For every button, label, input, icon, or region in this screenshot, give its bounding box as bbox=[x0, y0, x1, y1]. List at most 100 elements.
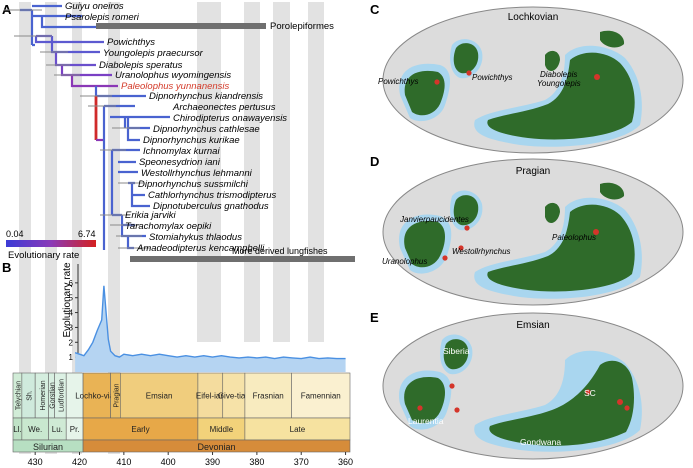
taxon-label: Youngolepis praecursor bbox=[103, 48, 204, 59]
taxon-label: Erikia jarviki bbox=[125, 210, 177, 221]
map-locality-label: Westollrhynchus bbox=[452, 247, 511, 256]
stage-label: Emsian bbox=[146, 392, 173, 401]
locality-marker bbox=[617, 399, 623, 405]
epoch-label: Middle bbox=[210, 425, 234, 434]
taxon-label: Dipnorhynchus cathlesae bbox=[153, 124, 260, 135]
taxon-label: Dipnorhynchus kiandrensis bbox=[149, 91, 263, 102]
derived-lungfishes-bar bbox=[130, 256, 355, 262]
x-tick-label: 430 bbox=[28, 457, 43, 467]
legend-max: 6.74 bbox=[78, 229, 96, 239]
map-region-label: Gondwana bbox=[520, 437, 561, 447]
porolepiformes-bar bbox=[96, 23, 266, 29]
taxon-label: Chirodipterus onawayensis bbox=[173, 113, 287, 124]
stage-label: Ludfordian bbox=[58, 379, 65, 412]
locality-marker bbox=[585, 389, 591, 395]
taxon-label: Diabolepis speratus bbox=[99, 60, 183, 71]
map-region-label: SC bbox=[584, 388, 596, 398]
taxon-label: Westollrhynchus lehmanni bbox=[141, 168, 253, 179]
taxon-label-highlight: Paleolophus yunnanensis bbox=[121, 81, 230, 92]
locality-marker bbox=[458, 245, 464, 251]
locality-marker bbox=[417, 405, 423, 411]
taxon-labels: Guiyu oneiros Psarolepis romeri Powichth… bbox=[65, 1, 287, 254]
stage-label: Homerian bbox=[40, 380, 47, 410]
y-tick-label: 3 bbox=[69, 323, 74, 332]
x-tick-label: 360 bbox=[338, 457, 353, 467]
panel-d: D Pragian Janvierpaucidentes Uranolophus… bbox=[370, 154, 684, 306]
taxon-label: Cathlorhynchus trismodipterus bbox=[148, 190, 277, 201]
map-title-emsian: Emsian bbox=[516, 320, 549, 331]
map-locality-label: Uranolophus bbox=[382, 257, 427, 266]
taxon-label: Uranolophus wyomingensis bbox=[115, 70, 231, 81]
y-tick-label: 4 bbox=[69, 309, 74, 318]
map-title-pragian: Pragian bbox=[516, 166, 550, 177]
locality-marker bbox=[464, 225, 470, 231]
stage-label: Eifel-ian bbox=[196, 392, 225, 401]
taxon-label: Ichnomylax kurnai bbox=[143, 146, 220, 157]
time-stripe bbox=[19, 2, 31, 454]
x-tick-label: 410 bbox=[116, 457, 131, 467]
stage-cell bbox=[120, 372, 199, 419]
period-label: Devonian bbox=[198, 442, 236, 452]
taxon-label: Dipnorhynchus sussmilchi bbox=[138, 179, 249, 190]
map-locality-label: Janvierpaucidentes bbox=[399, 215, 469, 224]
map-region-label: Siberia bbox=[443, 346, 470, 356]
y-tick-label: 6 bbox=[69, 279, 74, 288]
stage-label: Gorstian bbox=[50, 382, 57, 409]
panel-label-d: D bbox=[370, 154, 379, 169]
taxon-label: Powichthys bbox=[107, 37, 155, 48]
time-stripe bbox=[45, 2, 57, 454]
rate-area bbox=[75, 285, 346, 372]
time-stripe bbox=[108, 2, 120, 454]
taxon-label: Archaeonectes pertusus bbox=[172, 102, 276, 113]
locality-marker bbox=[466, 70, 472, 76]
taxon-label: Speonesydrion iani bbox=[139, 157, 221, 168]
time-stripe bbox=[197, 2, 221, 342]
x-tick-label: 390 bbox=[205, 457, 220, 467]
rate-line bbox=[74, 285, 346, 360]
time-stripe bbox=[273, 2, 290, 342]
period-label: Silurian bbox=[33, 442, 63, 452]
paleogeographic-map bbox=[398, 334, 642, 452]
time-stripe bbox=[308, 2, 324, 342]
legend-min: 0.04 bbox=[6, 229, 24, 239]
taxon-label: Dipnotuberculus gnathodus bbox=[153, 201, 269, 212]
stage-label: Frasnian bbox=[253, 392, 284, 401]
x-tick-label: 420 bbox=[72, 457, 87, 467]
panel-e: E Emsian Siberia Laurentia SC Gondwana bbox=[370, 310, 684, 460]
locality-marker bbox=[624, 405, 630, 411]
map-region-label: Laurentia bbox=[408, 416, 444, 426]
stage-cell bbox=[197, 372, 224, 419]
taxon-label: Tarachomylax oepiki bbox=[125, 221, 212, 232]
legend-title: Evolutionary rate bbox=[8, 250, 79, 261]
chart-ylabel: Evolutionary rate bbox=[62, 262, 73, 337]
panel-label-e: E bbox=[370, 310, 379, 325]
map-locality-label: Paleolophus bbox=[552, 233, 596, 242]
locality-marker bbox=[594, 74, 600, 80]
stage-label: Sh. bbox=[27, 390, 34, 401]
map-locality-label: Youngolepis bbox=[537, 79, 581, 88]
epoch-label: We. bbox=[28, 425, 42, 434]
locality-marker bbox=[454, 407, 460, 413]
porolepiformes-label: Porolepiformes bbox=[270, 21, 334, 32]
y-tick-label: 5 bbox=[69, 294, 74, 303]
epoch-label: Early bbox=[131, 425, 149, 434]
locality-marker bbox=[434, 79, 440, 85]
panel-c: C Lochkovian Powichthys Powichthys Diabo… bbox=[370, 2, 684, 154]
epoch-label: Late bbox=[290, 425, 306, 434]
taxon-label: Amadeodipterus kencampbelli bbox=[136, 243, 265, 254]
taxon-label: Psarolepis romeri bbox=[65, 12, 140, 23]
locality-marker bbox=[442, 255, 448, 261]
stage-label: Lochko-vian bbox=[75, 392, 118, 401]
derived-lungfishes-label: More derived lungfishes bbox=[232, 246, 328, 256]
stage-label: Famennian bbox=[301, 392, 341, 401]
period-cell bbox=[82, 439, 351, 453]
taxon-label: Guiyu oneiros bbox=[65, 1, 124, 12]
stage-label: Give-tian bbox=[218, 392, 250, 401]
stage-label: Pragian bbox=[113, 383, 120, 407]
y-tick-label: 2 bbox=[69, 338, 74, 347]
map-title-lochkovian: Lochkovian bbox=[508, 12, 559, 23]
map-locality-label: Powichthys bbox=[378, 77, 418, 86]
